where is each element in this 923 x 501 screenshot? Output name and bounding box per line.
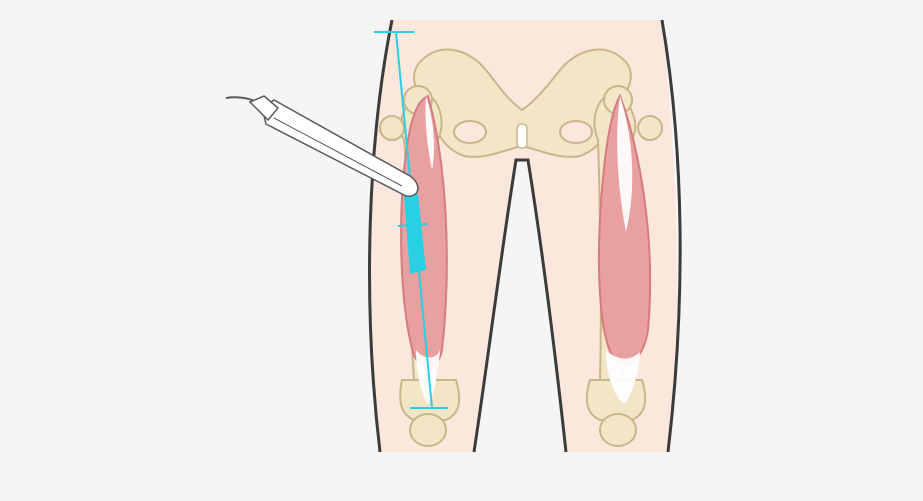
right-proximal-tendon [617,96,633,232]
pelvis [413,48,632,158]
right-greater-trochanter [637,115,663,141]
left-obturator-foramen [453,120,487,144]
right-distal-tendon [606,350,640,404]
crotch-outline [472,158,568,453]
right-obturator-foramen [559,120,593,144]
ultrasound-probe-icon [225,95,419,197]
left-greater-trochanter [379,115,405,141]
probe-handle [261,99,419,197]
probe-grip-line [273,117,403,187]
right-patella [599,413,637,447]
measure-highlight-segment [404,194,426,274]
measurement-line-icon [374,31,448,409]
probe-neck [248,95,280,122]
left-leg-outline [368,19,394,453]
pubic-symphysis [516,123,528,149]
right-leg-outline [660,19,682,453]
right-rectus-femoris [597,93,652,404]
left-patella [409,413,447,447]
left-distal-tendon [416,350,440,404]
left-rectus-femoris [400,94,448,404]
left-muscle-belly [400,94,448,368]
left-proximal-tendon [425,96,434,170]
